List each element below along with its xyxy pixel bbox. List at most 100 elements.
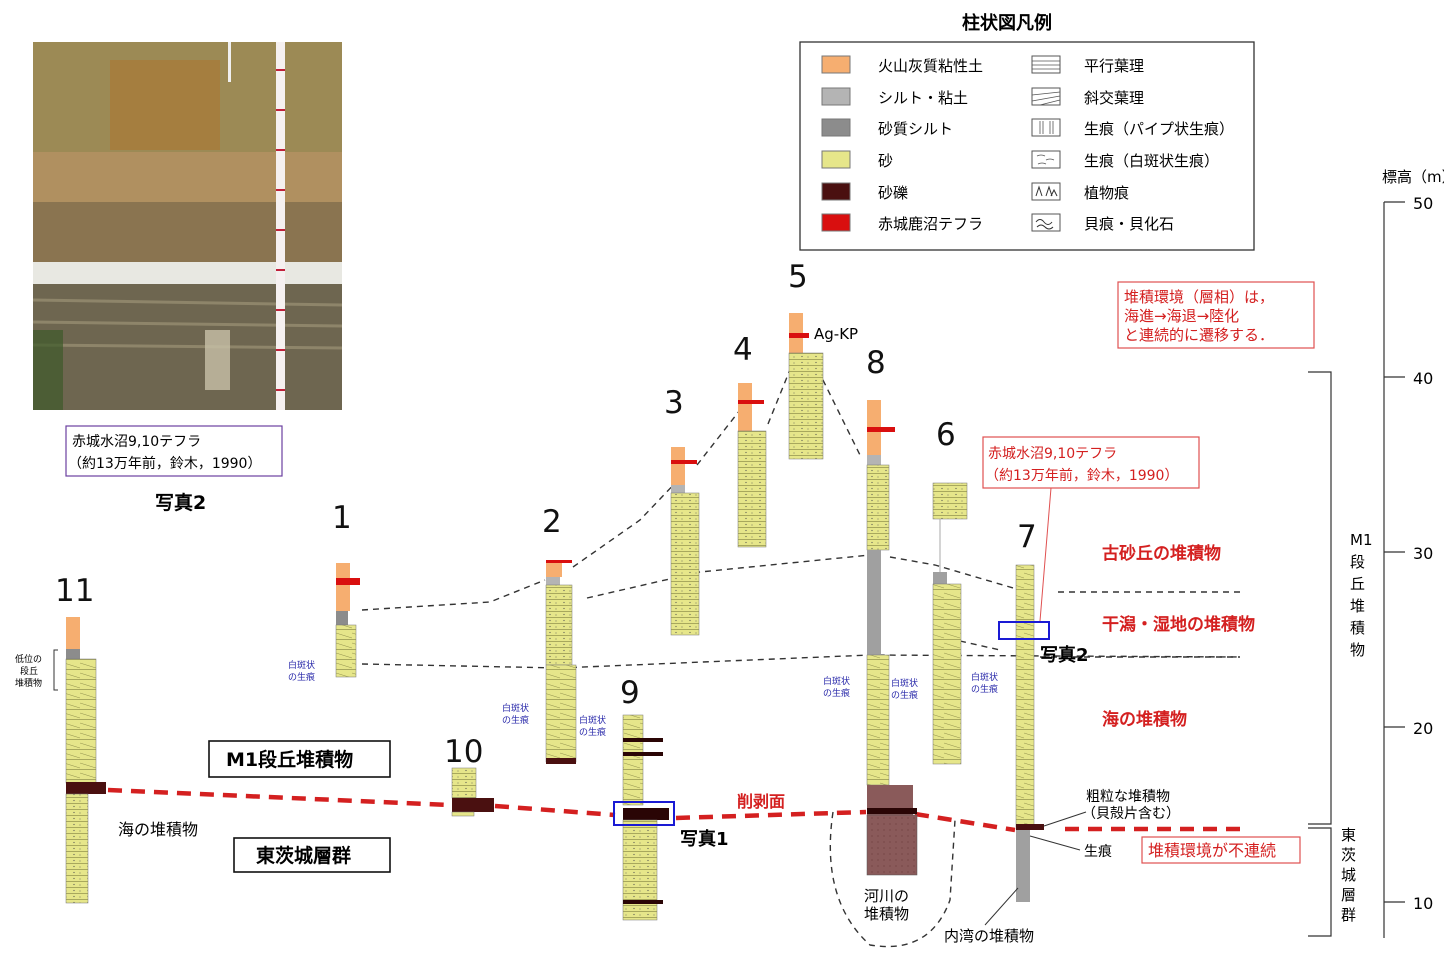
tephra-note-box bbox=[982, 436, 1200, 489]
legend-label-plant-trace: 植物痕 bbox=[1084, 184, 1129, 202]
spot-trace-label-c8b-l1: 白斑状 bbox=[891, 677, 918, 689]
discontinuous-label: 堆積環境が不連続 bbox=[1148, 841, 1276, 860]
outcrop-photo bbox=[32, 42, 343, 410]
spot-trace-label-c8a-l2: の生痕 bbox=[823, 687, 850, 699]
column-number-4: 4 bbox=[733, 332, 753, 368]
pipe-trace-icon bbox=[1031, 118, 1061, 137]
environment-note-l3: と連続的に遷移する． bbox=[1124, 326, 1274, 344]
column-7 bbox=[1015, 564, 1044, 902]
environment-note-l2: 海進→海退→陸化 bbox=[1124, 307, 1239, 325]
spot-trace-label-c1-l2: の生痕 bbox=[288, 671, 315, 683]
column-3 bbox=[670, 447, 700, 636]
legend-label-gravel: 砂礫 bbox=[878, 184, 908, 202]
environment-note-l1: 堆積環境（層相）は， bbox=[1124, 288, 1274, 306]
legend-swatch-gravel bbox=[821, 182, 851, 201]
column-11 bbox=[65, 617, 106, 904]
legend-right: 平行葉理 斜交葉理 生痕（パイプ状生痕） 生痕（白斑状生痕） 植物痕 bbox=[1031, 55, 1234, 233]
photo-caption-line2: （約13万年前，鈴木，1990） bbox=[68, 455, 261, 472]
legend-label-parallel: 平行葉理 bbox=[1084, 57, 1144, 75]
marine-deposit-right-label: 海の堆積物 bbox=[1102, 709, 1187, 730]
column-2 bbox=[545, 560, 577, 764]
photo1-location-box bbox=[613, 801, 675, 826]
legend-swatch-sand bbox=[821, 150, 851, 169]
spot-trace-label-c9-l1: 白斑状 bbox=[579, 714, 606, 726]
spot-trace-label-c8b-l2: の生痕 bbox=[891, 689, 918, 701]
elevation-tick-10: 10 bbox=[1413, 894, 1433, 913]
column-number-11: 11 bbox=[55, 573, 94, 609]
elevation-scale: 標高（m） 50 40 30 20 10 bbox=[1382, 168, 1444, 938]
cross-lamination-icon bbox=[1031, 87, 1061, 106]
trace-leader-line bbox=[1029, 835, 1081, 851]
legend-label-sandy-silt: 砂質シルト bbox=[878, 120, 953, 138]
column-6 bbox=[932, 482, 968, 765]
column-number-3: 3 bbox=[664, 385, 684, 421]
column-1 bbox=[335, 563, 360, 678]
tephra-note-l1: 赤城水沼9,10テフラ bbox=[988, 446, 1117, 462]
bay-deposit-label: 内湾の堆積物 bbox=[944, 927, 1034, 945]
photo2-marker-label: 写真2 bbox=[1040, 644, 1089, 666]
legend-label-volcanic-clay: 火山灰質粘性土 bbox=[878, 57, 983, 75]
environment-note-box bbox=[1117, 281, 1315, 349]
tidal-flat-label: 干潟・湿地の堆積物 bbox=[1102, 614, 1255, 635]
photo2-location-box bbox=[998, 621, 1050, 640]
spot-trace-label-c1-l1: 白斑状 bbox=[288, 659, 315, 671]
legend-swatch-volcanic-clay bbox=[821, 55, 851, 74]
tephra-note-l2: （約13万年前，鈴木，1990） bbox=[985, 467, 1178, 484]
paleo-dune-label: 古砂丘の堆積物 bbox=[1102, 543, 1221, 564]
column-4 bbox=[737, 383, 767, 548]
photo-caption-line1: 赤城水沼9,10テフラ bbox=[72, 434, 201, 450]
low-terrace-bracket bbox=[53, 649, 58, 691]
column-number-7: 7 bbox=[1017, 519, 1037, 555]
spot-trace-label-c6-l1: 白斑状 bbox=[971, 671, 998, 683]
legend-label-akagi-tephra: 赤城鹿沼テフラ bbox=[878, 215, 983, 233]
legend-label-spot-trace: 生痕（白斑状生痕） bbox=[1084, 152, 1219, 170]
legend-label-silt-clay: シルト・粘土 bbox=[878, 89, 968, 107]
column-10 bbox=[451, 767, 494, 817]
legend-label-cross: 斜交葉理 bbox=[1084, 89, 1144, 107]
column-number-6: 6 bbox=[936, 417, 956, 453]
legend-box bbox=[799, 41, 1255, 251]
spot-trace-label-c8a-l1: 白斑状 bbox=[823, 675, 850, 687]
plant-trace-icon bbox=[1031, 182, 1061, 201]
spot-trace-icon bbox=[1031, 150, 1061, 169]
bay-leader-line bbox=[984, 887, 1019, 926]
low-terrace-label-l1: 低位の bbox=[15, 653, 42, 665]
legend-label-shell-fossil: 貝痕・貝化石 bbox=[1084, 215, 1174, 233]
column-number-8: 8 bbox=[866, 345, 886, 381]
column-8 bbox=[866, 400, 918, 876]
low-terrace-label-l2: 段丘 bbox=[20, 665, 38, 677]
elevation-title: 標高（m） bbox=[1382, 168, 1444, 186]
river-deposit-l1: 河川の bbox=[864, 887, 909, 905]
column-number-10: 10 bbox=[444, 734, 483, 770]
photo-title: 写真2 bbox=[155, 491, 206, 514]
legend-swatch-akagi-tephra bbox=[821, 213, 851, 232]
photo-caption-box bbox=[65, 425, 283, 477]
tephra-leader-line bbox=[1039, 487, 1052, 622]
erosion-surface-label: 削剥面 bbox=[737, 792, 785, 811]
column-number-5: 5 bbox=[788, 259, 808, 295]
river-deposit-l2: 堆積物 bbox=[864, 905, 909, 923]
elevation-tick-20: 20 bbox=[1413, 719, 1433, 738]
legend-left: 火山灰質粘性土 シルト・粘土 砂質シルト 砂 砂礫 赤城鹿沼テフラ bbox=[821, 55, 983, 233]
legend-label-pipe-trace: 生痕（パイプ状生痕） bbox=[1084, 120, 1234, 138]
ag-kp-label: Ag-KP bbox=[814, 325, 858, 343]
column-number-1: 1 bbox=[332, 500, 352, 536]
elevation-tick-30: 30 bbox=[1413, 544, 1433, 563]
spot-trace-label-c6-l2: の生痕 bbox=[971, 683, 998, 695]
column-5 bbox=[788, 313, 824, 460]
shell-fossil-icon bbox=[1031, 213, 1061, 232]
higashi-ibaraki-box-label: 東茨城層群 bbox=[256, 844, 351, 867]
coarse-sediment-l2: （貝殻片含む） bbox=[1082, 806, 1180, 822]
photo1-marker-label: 写真1 bbox=[680, 828, 729, 850]
spot-trace-label-c2-l2: の生痕 bbox=[502, 714, 529, 726]
column-9 bbox=[622, 714, 669, 921]
legend-label-sand: 砂 bbox=[878, 152, 893, 170]
legend-swatch-silt-clay bbox=[821, 87, 851, 106]
higashi-side-label: 東茨城層群 bbox=[1341, 826, 1356, 924]
parallel-lamination-icon bbox=[1031, 55, 1061, 74]
erosion-surface-line bbox=[107, 787, 1244, 833]
trace-label: 生痕 bbox=[1084, 844, 1112, 860]
